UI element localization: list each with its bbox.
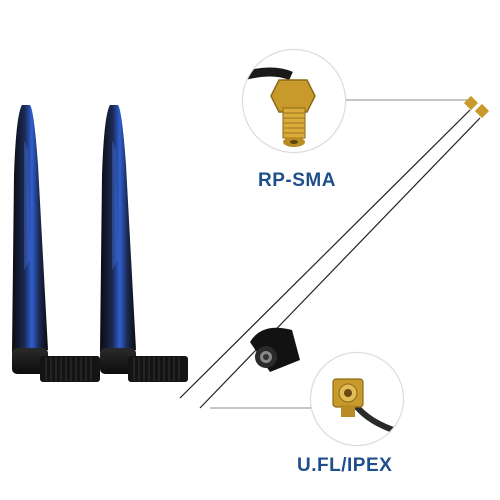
rp-sma-callout bbox=[242, 49, 346, 153]
cable-tips bbox=[463, 95, 490, 119]
pigtail-cables bbox=[179, 99, 481, 409]
antenna-right bbox=[100, 105, 188, 382]
ufl-ipex-callout bbox=[310, 352, 404, 446]
rp-sma-label: RP-SMA bbox=[258, 170, 336, 191]
bulkhead-connector bbox=[250, 327, 300, 372]
ufl-ipex-label: U.FL/IPEX bbox=[297, 455, 393, 476]
rp-sma-connector-icon bbox=[243, 67, 316, 147]
ufl-ipex-connector-icon bbox=[332, 378, 403, 436]
antenna-left bbox=[12, 105, 100, 382]
